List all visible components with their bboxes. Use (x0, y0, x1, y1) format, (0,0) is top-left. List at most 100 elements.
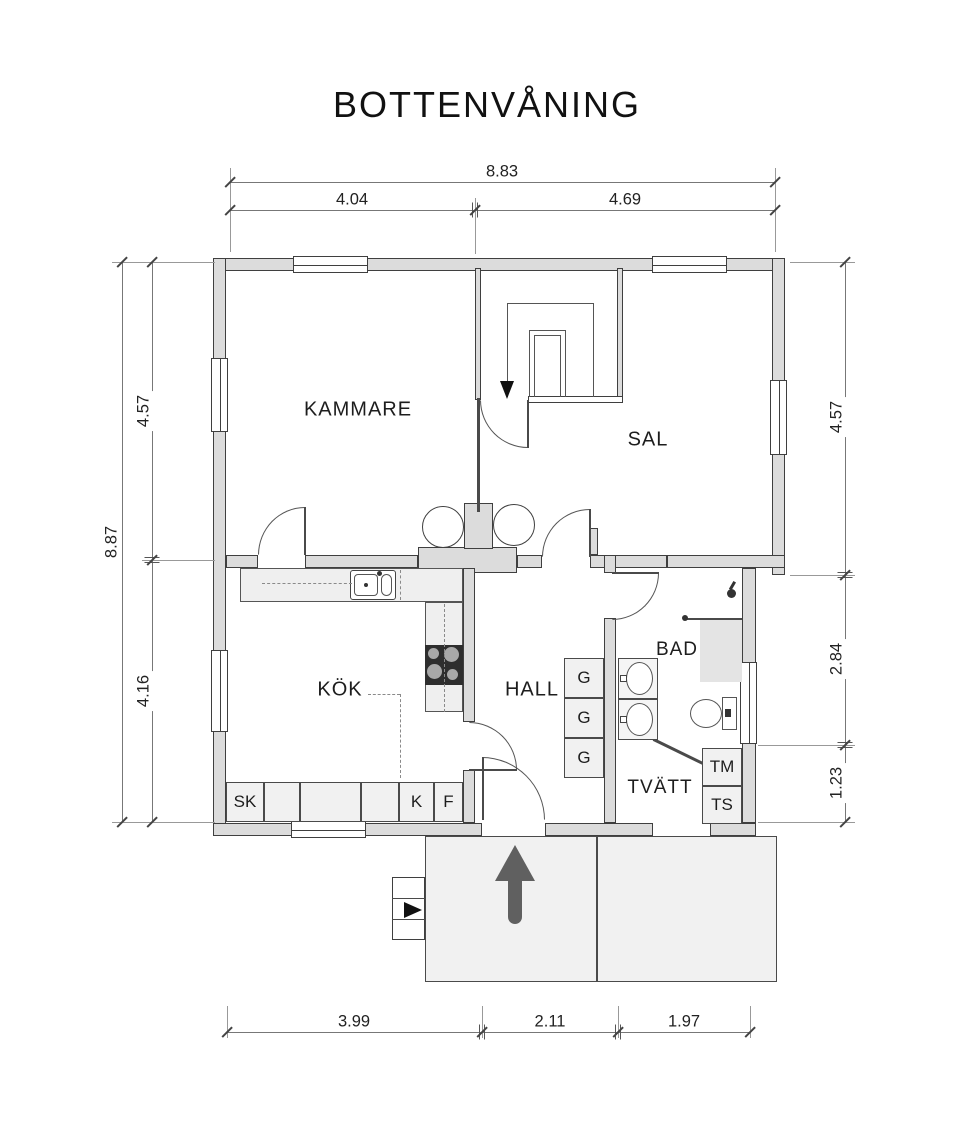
door-leaf-kammare-kok (304, 507, 306, 555)
window-kammare-west (211, 358, 228, 432)
room-label-kammare: KAMMARE (303, 398, 413, 421)
wardrobe-g2: G (564, 698, 604, 738)
stair-walk-line (507, 303, 594, 397)
extension-line (758, 822, 855, 823)
fireplace-kammare (422, 506, 464, 548)
dashed-line (400, 570, 401, 600)
wardrobe-label: G (577, 668, 591, 687)
sink-drain-dot (364, 583, 368, 587)
drying-cabinet: TS (702, 786, 742, 824)
cabinet-sk: SK (226, 782, 264, 822)
faucet-icon (620, 716, 627, 723)
dim-left-seg1: 4.57 (134, 390, 154, 432)
door-leaf-bad (612, 572, 659, 574)
washbasin-icon (626, 662, 653, 695)
dashed-line (444, 604, 445, 712)
room-label-hall: HALL (504, 678, 560, 701)
washing-machine-label: TM (709, 757, 735, 776)
plan-title: BOTTENVÅNING (332, 84, 642, 125)
wall-mid-c (517, 555, 542, 568)
burner-icon (447, 669, 458, 680)
wardrobe-g1: G (564, 658, 604, 698)
dashed-line (262, 583, 352, 584)
cabinet (264, 782, 300, 822)
toilet-bowl-icon (690, 699, 722, 728)
door-leaf-stairs (527, 400, 529, 448)
extension-line (618, 1006, 619, 1038)
wall-sal-jamb (590, 528, 598, 555)
dim-left-seg2: 4.16 (134, 670, 154, 712)
wall-hall-bad (604, 618, 616, 823)
shower-rail (684, 618, 742, 620)
burner-icon (428, 648, 439, 659)
wall-mid-a (226, 555, 258, 568)
window-bad-east (740, 662, 757, 744)
step-line (392, 898, 425, 900)
burner-icon (444, 647, 459, 662)
dimension-line-left-total (122, 262, 124, 822)
stair-core-outer (529, 330, 566, 397)
sink-basin (354, 574, 378, 596)
door-leaf-entrance (482, 757, 484, 820)
dashed-line (368, 694, 400, 695)
wall-mid-d (590, 555, 667, 568)
extension-line (112, 262, 215, 263)
dimension-line-bottom (227, 1032, 750, 1034)
extension-line (750, 1006, 751, 1038)
sink-faucet-dot (377, 571, 382, 576)
door-arc-stairs (480, 400, 528, 448)
burner-icon (427, 664, 442, 679)
wall-hall-bad-stub (604, 555, 616, 573)
wall-stair-right (617, 268, 623, 400)
room-label-tvatt: TVÄTT (627, 777, 693, 798)
shower-tray (700, 620, 742, 682)
door-arc-bad (612, 573, 659, 620)
wall-bottom-east (710, 823, 756, 836)
cabinet (361, 782, 399, 822)
dim-bottom-seg2: 2.11 (530, 1012, 570, 1032)
wardrobe-label: G (577, 708, 591, 727)
dimension-line-left-segments (152, 262, 154, 822)
wall-bottom-mid (545, 823, 653, 836)
dim-right-seg3: 1.23 (827, 762, 847, 804)
window-sal-east (770, 380, 787, 455)
faucet-icon (620, 675, 627, 682)
dimension-line-right (845, 262, 847, 822)
toilet-flush-knob (725, 709, 731, 717)
dimension-line-top-segments (230, 210, 775, 212)
wall-step (667, 555, 785, 568)
dashed-line (400, 694, 401, 778)
stair-down-arrow-icon (500, 381, 514, 399)
fireplace-sal (493, 504, 535, 546)
fridge-label: K (410, 792, 423, 811)
dim-right-seg2: 2.84 (827, 638, 847, 680)
cabinet (300, 782, 361, 822)
dim-right-seg1: 4.57 (827, 396, 847, 438)
freezer-label: F (443, 792, 454, 811)
wall-bad-tvatt-diagonal (652, 738, 704, 765)
extension-line (482, 1006, 483, 1038)
dimension-line-top-total (230, 182, 775, 184)
entrance-up-arrow-icon (495, 845, 535, 881)
extension-line (790, 575, 855, 576)
dim-bottom-seg3: 1.97 (663, 1012, 705, 1032)
extension-line (758, 745, 855, 746)
extension-line (112, 822, 215, 823)
entrance-arrow-shaft (508, 879, 522, 924)
door-arc-entrance (482, 757, 545, 820)
drying-cabinet-label: TS (711, 795, 733, 814)
wardrobe-label: G (577, 748, 591, 767)
room-label-bad: BAD (655, 639, 699, 660)
room-label-sal: SAL (627, 428, 669, 451)
entrance-deck-right (597, 836, 777, 982)
extension-line (790, 262, 855, 263)
step-line (392, 919, 425, 921)
washbasin-icon (626, 703, 653, 736)
stair-core-inner (534, 335, 561, 397)
window-kammare-north (293, 256, 368, 273)
wardrobe-g3: G (564, 738, 604, 778)
wall-stair-left (475, 268, 481, 400)
dim-left-total: 8.87 (102, 521, 122, 563)
window-kok-south (291, 821, 366, 838)
door-arc-kammare-kok (258, 507, 305, 555)
